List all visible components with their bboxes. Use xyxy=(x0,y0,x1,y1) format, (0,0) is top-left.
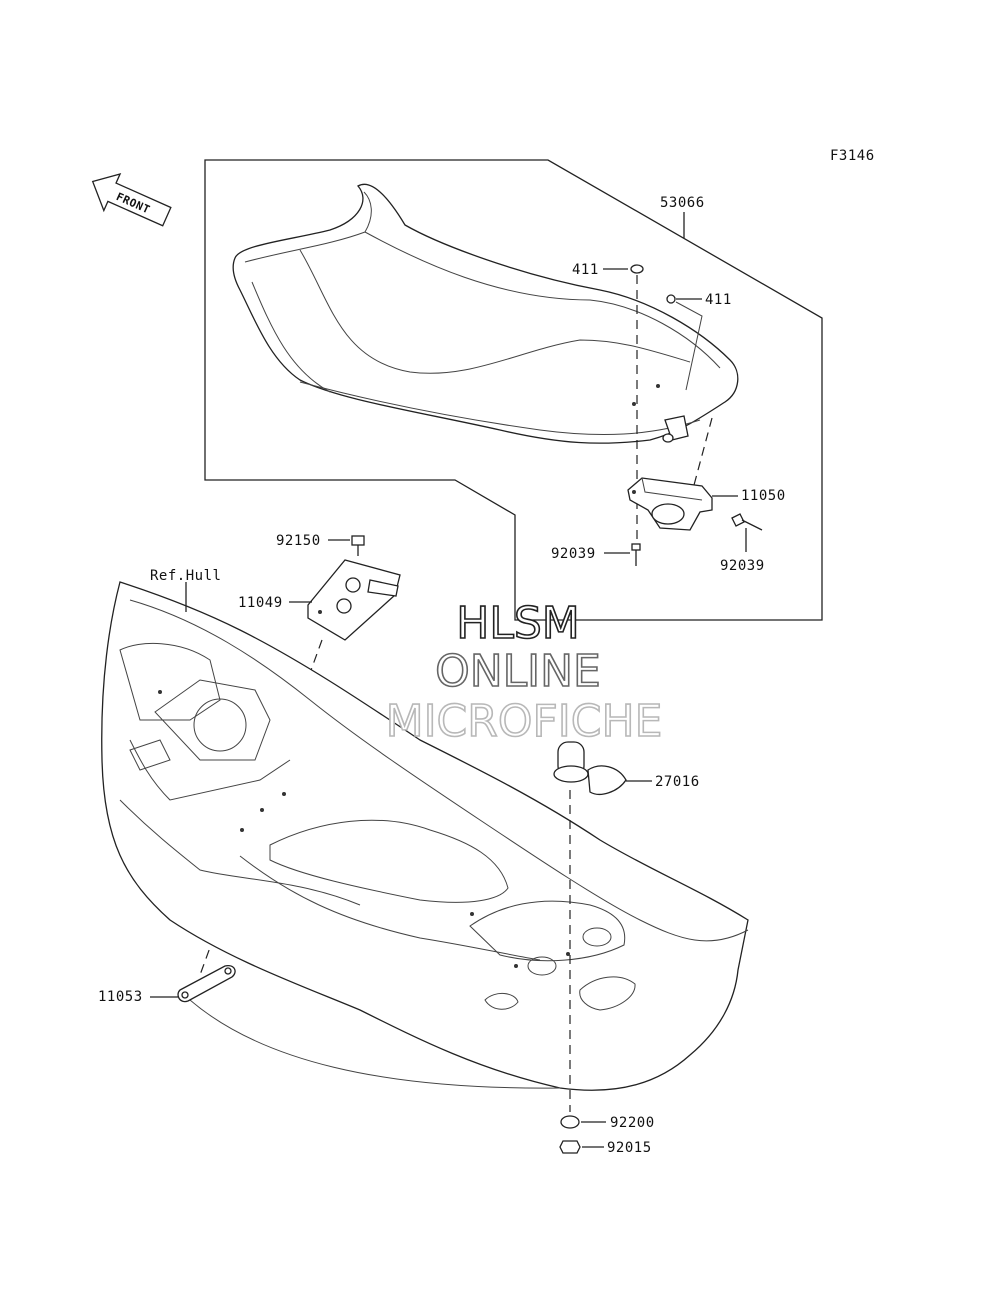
bracket-11049 xyxy=(307,559,401,641)
front-arrow-icon: FRONT xyxy=(91,172,172,227)
callout-11049: 11049 xyxy=(238,595,283,611)
hull xyxy=(101,581,749,1091)
seat-assembly-outline xyxy=(204,159,823,621)
watermark-line-3: MICROFICHE xyxy=(386,696,663,747)
bolt-92039-right xyxy=(731,513,763,531)
callout-92015: 92015 xyxy=(607,1140,652,1156)
bolt-92039-left xyxy=(631,543,641,566)
callout-92039b: 92039 xyxy=(720,558,765,574)
seat xyxy=(232,183,739,444)
washer-92200 xyxy=(560,1115,580,1129)
bolt-92150 xyxy=(351,535,365,556)
callout-92039a: 92039 xyxy=(551,546,596,562)
bracket-11050 xyxy=(627,477,713,531)
callout-11053: 11053 xyxy=(98,989,143,1005)
watermark-line-2: ONLINE xyxy=(435,646,601,697)
callout-92200: 92200 xyxy=(610,1115,655,1131)
figure-code: F3146 xyxy=(830,148,875,164)
callout-27016: 27016 xyxy=(655,774,700,790)
latch-27016 xyxy=(553,741,627,795)
nut-92015 xyxy=(559,1140,581,1154)
watermark-line-1: HLSM xyxy=(456,598,580,649)
washer-411 xyxy=(630,264,644,274)
grommet-411 xyxy=(666,294,676,304)
callout-411b: 411 xyxy=(705,292,732,308)
ref-hull-label: Ref.Hull xyxy=(150,568,221,584)
callout-11050: 11050 xyxy=(741,488,786,504)
callout-92150: 92150 xyxy=(276,533,321,549)
callout-411a: 411 xyxy=(572,262,599,278)
strap-11053 xyxy=(177,965,236,1003)
callout-53066: 53066 xyxy=(660,195,705,211)
